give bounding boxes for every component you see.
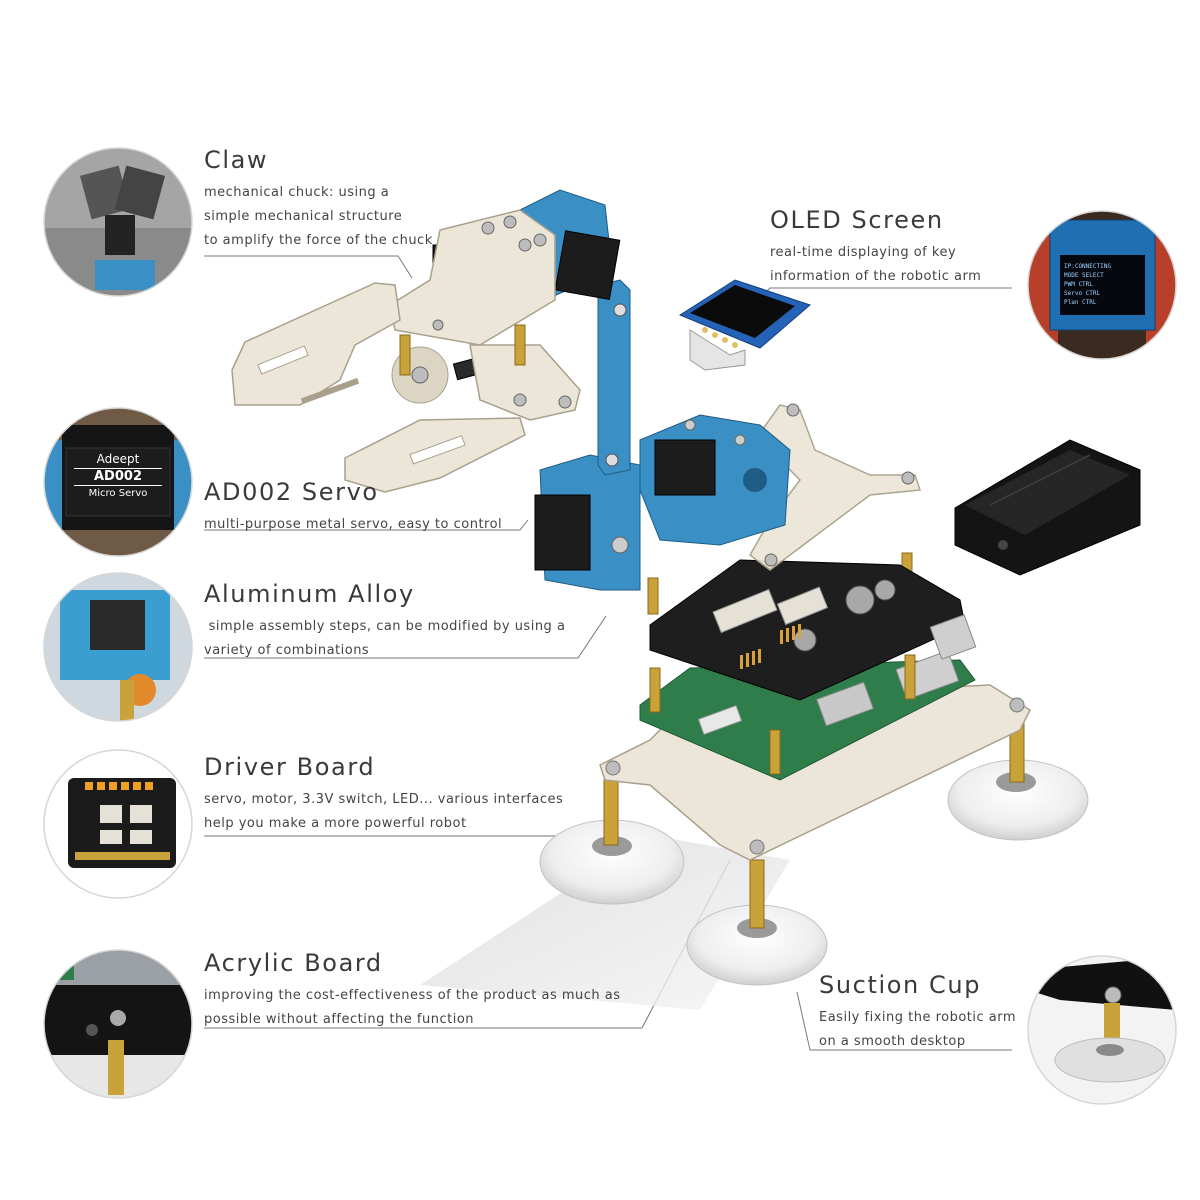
feature-driver-title: Driver Board bbox=[204, 753, 376, 781]
servo-leader-line bbox=[204, 519, 529, 531]
suction-cup-photo bbox=[1028, 956, 1176, 1104]
claw-photo bbox=[44, 148, 192, 296]
driver-board-photo bbox=[44, 750, 192, 898]
feature-acrylic: Acrylic Board improving the cost-effecti… bbox=[204, 948, 621, 1032]
alloy-leader-line bbox=[204, 615, 607, 659]
feature-driver-desc: servo, motor, 3.3V switch, LED... variou… bbox=[204, 788, 563, 836]
feature-driver-line-2: help you make a more powerful robot bbox=[204, 816, 467, 831]
feature-claw-desc: mechanical chuck: using a simple mechani… bbox=[204, 181, 433, 253]
feature-oled: OLED Screen real-time displaying of key … bbox=[770, 205, 981, 289]
feature-acrylic-desc: improving the cost-effectiveness of the … bbox=[204, 984, 621, 1032]
oled-photo bbox=[1028, 211, 1176, 359]
feature-driver: Driver Board servo, motor, 3.3V switch, … bbox=[204, 752, 563, 836]
servo-label-type: Micro Servo bbox=[88, 488, 148, 499]
feature-servo-line-1: multi-purpose metal servo, easy to contr… bbox=[204, 517, 503, 532]
elbow-servo bbox=[654, 439, 716, 496]
vertical-aluminum-arm bbox=[597, 279, 631, 476]
base-servo bbox=[534, 494, 591, 571]
oled-line-1: IP:CONNECTING bbox=[1064, 263, 1111, 270]
servo-label: Adeept AD002 Micro Servo bbox=[66, 452, 170, 501]
battery-holder bbox=[954, 439, 1141, 576]
feature-acrylic-line-2: possible without affecting the function bbox=[204, 1012, 475, 1027]
feature-servo: AD002 Servo multi-purpose metal servo, e… bbox=[204, 477, 502, 537]
feature-claw-line-2: simple mechanical structure bbox=[204, 209, 403, 224]
servo-label-brand: Adeept bbox=[96, 452, 140, 466]
oled-line-2: MODE SELECT bbox=[1064, 272, 1104, 279]
upper-acrylic-frame bbox=[749, 404, 922, 571]
feature-suction-title: Suction Cup bbox=[819, 971, 982, 999]
oled-line-5: Plan CTRL bbox=[1064, 299, 1097, 306]
servo-label-model: AD002 bbox=[74, 468, 162, 486]
feature-acrylic-line-1: improving the cost-effectiveness of the … bbox=[204, 988, 621, 1003]
oled-glass bbox=[690, 285, 795, 338]
feature-driver-line-1: servo, motor, 3.3V switch, LED... variou… bbox=[204, 792, 564, 807]
aluminum-photo bbox=[44, 573, 192, 721]
feature-acrylic-title: Acrylic Board bbox=[204, 949, 383, 977]
feature-suction-line-1: Easily fixing the robotic arm bbox=[819, 1010, 1017, 1025]
standoff-legs bbox=[603, 717, 1025, 929]
feature-oled-title: OLED Screen bbox=[770, 206, 944, 234]
oled-module bbox=[678, 279, 811, 371]
feature-oled-line-1: real-time displaying of key bbox=[770, 245, 957, 260]
feature-suction: Suction Cup Easily fixing the robotic ar… bbox=[819, 970, 1016, 1054]
feature-oled-desc: real-time displaying of key information … bbox=[770, 241, 981, 289]
suction-leader-line bbox=[796, 991, 1012, 1051]
feature-servo-desc: multi-purpose metal servo, easy to contr… bbox=[204, 513, 502, 537]
feature-alloy: Aluminum Alloy simple assembly steps, ca… bbox=[204, 579, 565, 663]
feature-claw-title: Claw bbox=[204, 146, 269, 174]
raspberry-pi-board bbox=[639, 659, 976, 781]
oled-line-3: PWM CTRL bbox=[1064, 281, 1093, 288]
claw-leader-line bbox=[204, 255, 413, 279]
oled-line-4: Servo CTRL bbox=[1064, 290, 1101, 297]
feature-claw-line-1: mechanical chuck: using a bbox=[204, 185, 390, 200]
suction-cups bbox=[539, 759, 1089, 986]
feature-suction-line-2: on a smooth desktop bbox=[819, 1034, 966, 1049]
oled-screen-text: IP:CONNECTING MODE SELECT PWM CTRL Servo… bbox=[1064, 262, 1144, 307]
feature-suction-desc: Easily fixing the robotic arm on a smoot… bbox=[819, 1006, 1016, 1054]
feature-alloy-title: Aluminum Alloy bbox=[204, 580, 415, 608]
feature-alloy-line-2: variety of combinations bbox=[204, 643, 370, 658]
feature-claw-line-3: to amplify the force of the chuck bbox=[204, 233, 433, 248]
claw-upper-jaw bbox=[231, 282, 401, 406]
feature-servo-title: AD002 Servo bbox=[204, 478, 379, 506]
feature-alloy-line-1: simple assembly steps, can be modified b… bbox=[204, 619, 566, 634]
feature-claw: Claw mechanical chuck: using a simple me… bbox=[204, 145, 433, 253]
servo-photo bbox=[44, 408, 192, 556]
feature-alloy-desc: simple assembly steps, can be modified b… bbox=[204, 615, 565, 663]
feature-oled-line-2: information of the robotic arm bbox=[770, 269, 982, 284]
